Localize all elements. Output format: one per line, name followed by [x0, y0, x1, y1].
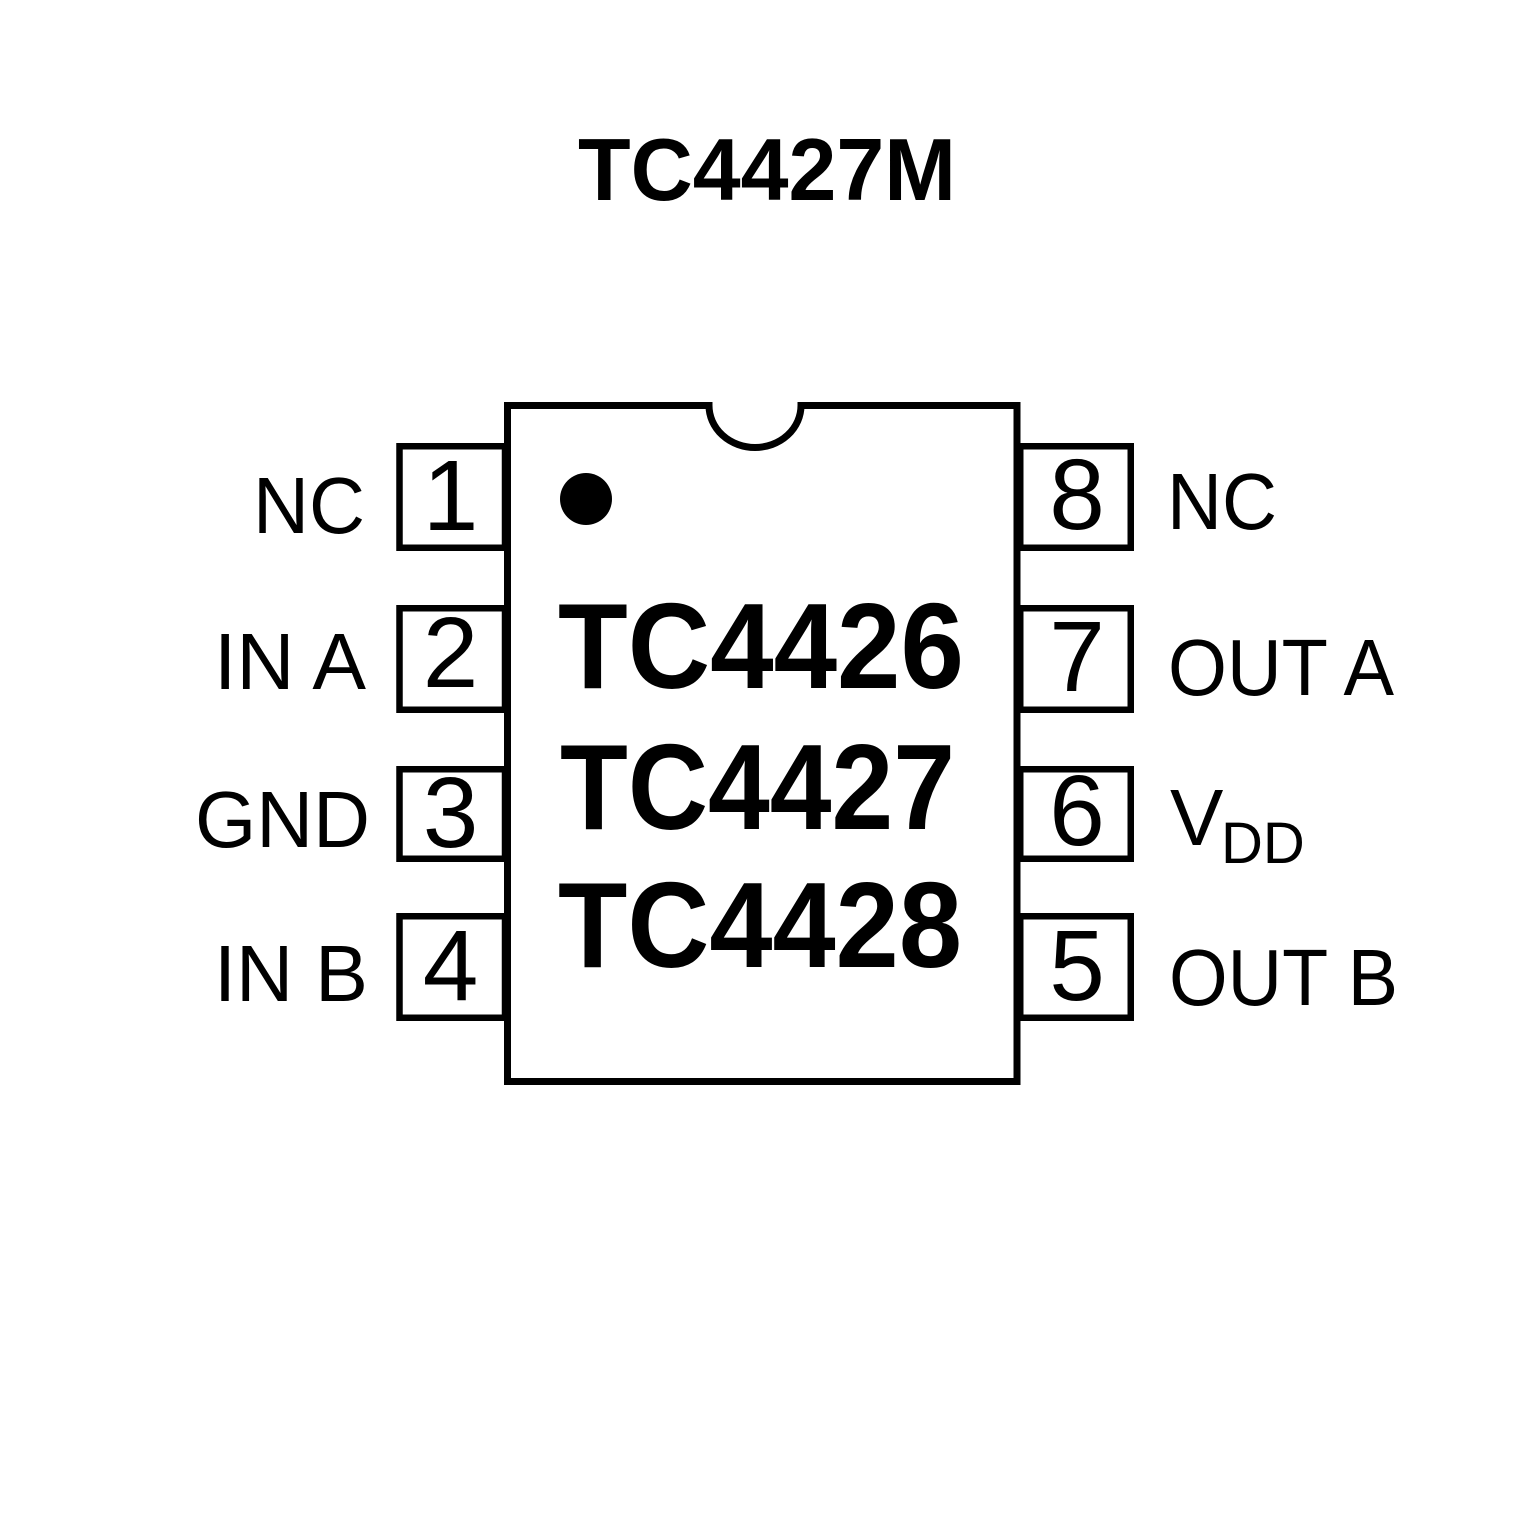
- pin-label-vdd: V: [1170, 773, 1224, 862]
- pin-box-6: [1017, 766, 1134, 862]
- pin-box-7: [1017, 605, 1134, 713]
- pin-box-4: [396, 913, 509, 1021]
- part-number-tc4427: TC4427: [560, 719, 955, 855]
- pin-label-in-b: IN B: [214, 929, 368, 1018]
- part-number-tc4428: TC4428: [558, 857, 962, 993]
- pin-number-8: 8: [1049, 439, 1105, 551]
- pin1-indicator-dot: [560, 473, 612, 525]
- pin-label-out-b: OUT B: [1169, 933, 1398, 1022]
- pin-box-8: [1017, 443, 1134, 551]
- pin-number-3: 3: [423, 757, 479, 869]
- pin-label-vdd-subscript: DD: [1221, 811, 1305, 876]
- pin-number-4: 4: [423, 910, 479, 1022]
- pin-box-1: [396, 443, 509, 551]
- pin-box-3: [396, 766, 509, 862]
- pin-number-7: 7: [1049, 601, 1105, 713]
- pin-number-6: 6: [1049, 755, 1105, 867]
- pin-label-nc-right: NC: [1167, 457, 1277, 546]
- ic-body: [504, 402, 1021, 1085]
- pin-number-1: 1: [423, 440, 479, 552]
- pin-label-gnd: GND: [195, 775, 370, 864]
- pin-label-nc-left: NC: [253, 461, 365, 550]
- pin-box-2: [396, 605, 509, 713]
- page-title: TC4427M: [578, 120, 956, 219]
- pin-label-in-a: IN A: [214, 617, 367, 706]
- part-number-tc4426: TC4426: [558, 578, 964, 714]
- pin-box-5: [1017, 913, 1134, 1021]
- pin-label-out-a: OUT A: [1168, 623, 1395, 712]
- pin-number-5: 5: [1049, 910, 1105, 1022]
- pin-number-2: 2: [423, 597, 479, 709]
